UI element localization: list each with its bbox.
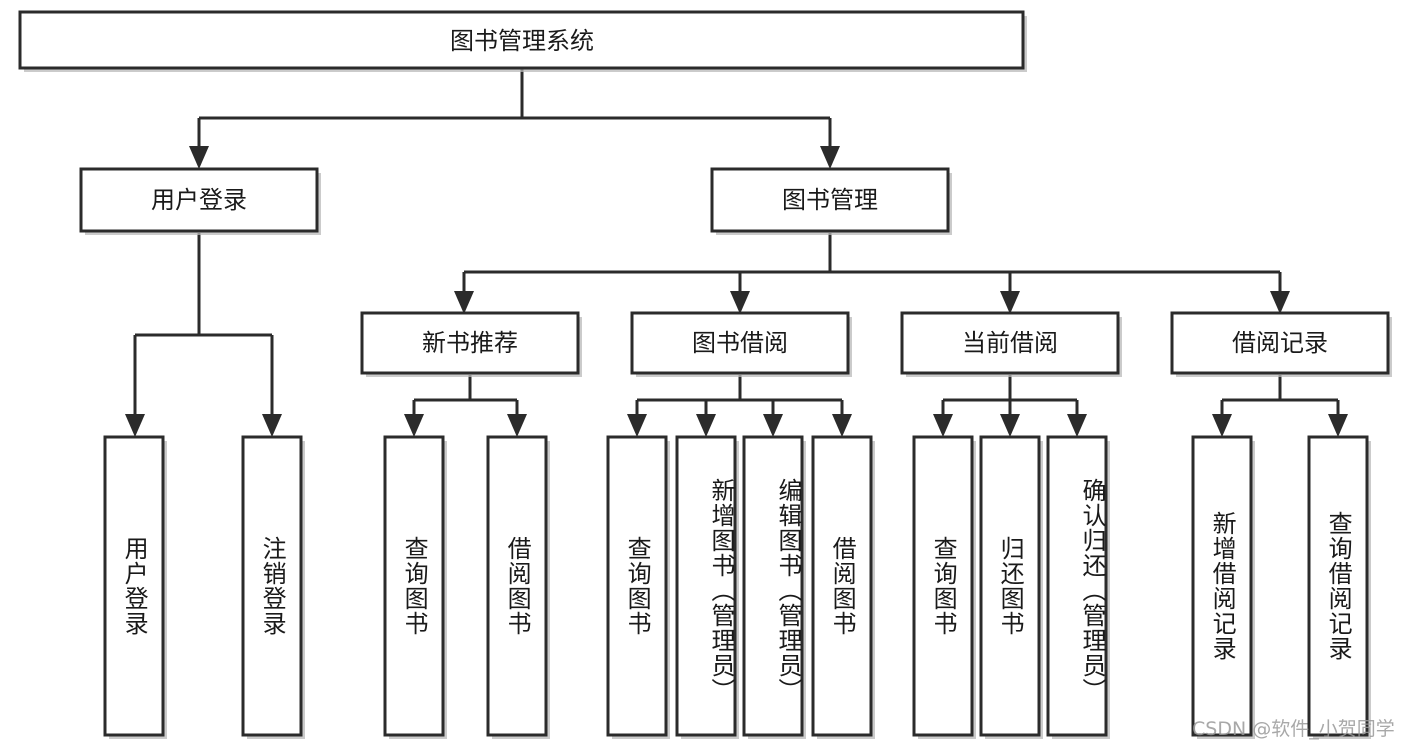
arrowhead-bookmgmt (820, 146, 840, 169)
node-user-login[interactable]: 用户登录 (79, 167, 321, 235)
node-leaf-user-login-2[interactable] (241, 435, 305, 739)
arrowhead-bookborrow-leaf-4 (832, 414, 852, 437)
node-borrow-record[interactable]: 借阅记录 (1170, 311, 1392, 377)
node-leaf-bookborrow-2-label: 新增图书（管理员） (707, 477, 735, 703)
node-root-label: 图书管理系统 (450, 27, 594, 55)
node-book-borrow-label: 图书借阅 (692, 329, 788, 357)
node-leaf-bookborrow-4-label: 借阅图书 (828, 536, 857, 636)
node-book-management[interactable]: 图书管理 (710, 167, 952, 235)
connector-group-book-borrow (627, 375, 852, 437)
arrowhead-borrowrecord-leaf-2 (1328, 414, 1348, 437)
arrowhead-currentborrow-leaf-3 (1067, 414, 1087, 437)
arrowhead-login (189, 146, 209, 169)
node-leaf-currentborrow-3-box[interactable] (1046, 435, 1108, 737)
node-leaf-bookborrow-1[interactable] (606, 435, 670, 739)
node-new-book-recommend-label: 新书推荐 (422, 329, 518, 357)
node-leaf-currentborrow-3-label: 确认归还（管理员） (1078, 477, 1106, 703)
node-leaf-borrowrecord-1-box[interactable] (1191, 435, 1253, 737)
node-leaf-newbook-1[interactable] (383, 435, 447, 739)
node-book-management-box[interactable] (710, 167, 950, 233)
connector-group-borrow-record (1212, 375, 1348, 437)
node-new-book-recommend[interactable]: 新书推荐 (360, 311, 582, 377)
node-root[interactable]: 图书管理系统 (18, 10, 1027, 72)
arrowhead-new-book (454, 291, 474, 314)
node-borrow-record-label: 借阅记录 (1232, 329, 1328, 357)
node-current-borrow[interactable]: 当前借阅 (900, 311, 1122, 377)
arrowhead-bookborrow-leaf-2 (696, 414, 716, 437)
node-leaf-user-login-2-box[interactable] (241, 435, 303, 737)
node-leaf-borrowrecord-2-box[interactable] (1307, 435, 1369, 737)
node-leaf-currentborrow-2-label: 归还图书 (996, 536, 1025, 636)
node-leaf-newbook-1-box[interactable] (383, 435, 445, 737)
node-new-book-recommend-box[interactable] (360, 311, 580, 375)
connector-group-book-management (454, 233, 1290, 314)
node-user-login-box[interactable] (79, 167, 319, 233)
connector-group-root (189, 68, 840, 169)
node-leaf-borrowrecord-2[interactable] (1307, 435, 1371, 739)
node-leaf-borrowrecord-1-label: 新增借阅记录 (1208, 511, 1237, 661)
node-leaf-newbook-2-box[interactable] (486, 435, 548, 737)
node-current-borrow-box[interactable] (900, 311, 1120, 375)
node-leaf-bookborrow-3-label: 编辑图书（管理员） (774, 477, 802, 703)
node-leaf-newbook-2-label: 借阅图书 (503, 536, 532, 636)
arrowhead-login-leaf-1 (125, 414, 145, 437)
node-current-borrow-label: 当前借阅 (962, 329, 1058, 357)
node-leaf-currentborrow-2[interactable] (979, 435, 1043, 739)
node-leaf-bookborrow-1-label: 查询图书 (623, 536, 652, 636)
node-leaf-bookborrow-4-box[interactable] (811, 435, 873, 737)
node-leaf-currentborrow-3[interactable] (1046, 435, 1110, 739)
node-leaf-newbook-1-label: 查询图书 (400, 536, 429, 636)
arrowhead-currentborrow-leaf-2 (1000, 414, 1020, 437)
connector-group-new-book-recommend (404, 375, 527, 437)
node-leaf-bookborrow-3-box[interactable] (742, 435, 804, 737)
arrowhead-newbook-leaf-1 (404, 414, 424, 437)
node-leaf-user-login-2-label: 注销登录 (258, 536, 287, 636)
connector-group-user-login (125, 233, 282, 437)
node-borrow-record-box[interactable] (1170, 311, 1390, 375)
arrowhead-book-borrow (730, 291, 750, 314)
node-leaf-borrowrecord-2-label: 查询借阅记录 (1324, 511, 1353, 661)
node-leaf-user-login-1-label: 用户登录 (120, 536, 149, 636)
arrowhead-borrow-record (1270, 291, 1290, 314)
arrowhead-bookborrow-leaf-1 (627, 414, 647, 437)
node-leaf-user-login-1-box[interactable] (103, 435, 165, 737)
node-leaf-user-login-1[interactable] (103, 435, 167, 739)
connector-group-current-borrow (933, 375, 1087, 437)
node-book-borrow[interactable]: 图书借阅 (630, 311, 852, 377)
arrowhead-bookborrow-leaf-3 (763, 414, 783, 437)
arrowhead-currentborrow-leaf-1 (933, 414, 953, 437)
arrowhead-newbook-leaf-2 (507, 414, 527, 437)
node-leaf-currentborrow-1[interactable] (912, 435, 976, 739)
node-leaf-bookborrow-2[interactable] (675, 435, 739, 739)
node-book-management-label: 图书管理 (782, 186, 878, 214)
node-leaf-newbook-2[interactable] (486, 435, 550, 739)
node-root-box[interactable] (18, 10, 1025, 70)
node-leaf-bookborrow-1-box[interactable] (606, 435, 668, 737)
node-leaf-currentborrow-1-label: 查询图书 (929, 536, 958, 636)
node-leaf-currentborrow-2-box[interactable] (979, 435, 1041, 737)
node-user-login-label: 用户登录 (151, 186, 247, 214)
node-leaf-bookborrow-2-box[interactable] (675, 435, 737, 737)
csdn-watermark: CSDN @软件_小贺同学 (1192, 718, 1395, 740)
node-leaf-borrowrecord-1[interactable] (1191, 435, 1255, 739)
node-leaf-bookborrow-3[interactable] (742, 435, 806, 739)
arrowhead-borrowrecord-leaf-1 (1212, 414, 1232, 437)
node-leaf-currentborrow-1-box[interactable] (912, 435, 974, 737)
arrowhead-current-borrow (1000, 291, 1020, 314)
arrowhead-login-leaf-2 (262, 414, 282, 437)
node-leaf-bookborrow-4[interactable] (811, 435, 875, 739)
node-book-borrow-box[interactable] (630, 311, 850, 375)
